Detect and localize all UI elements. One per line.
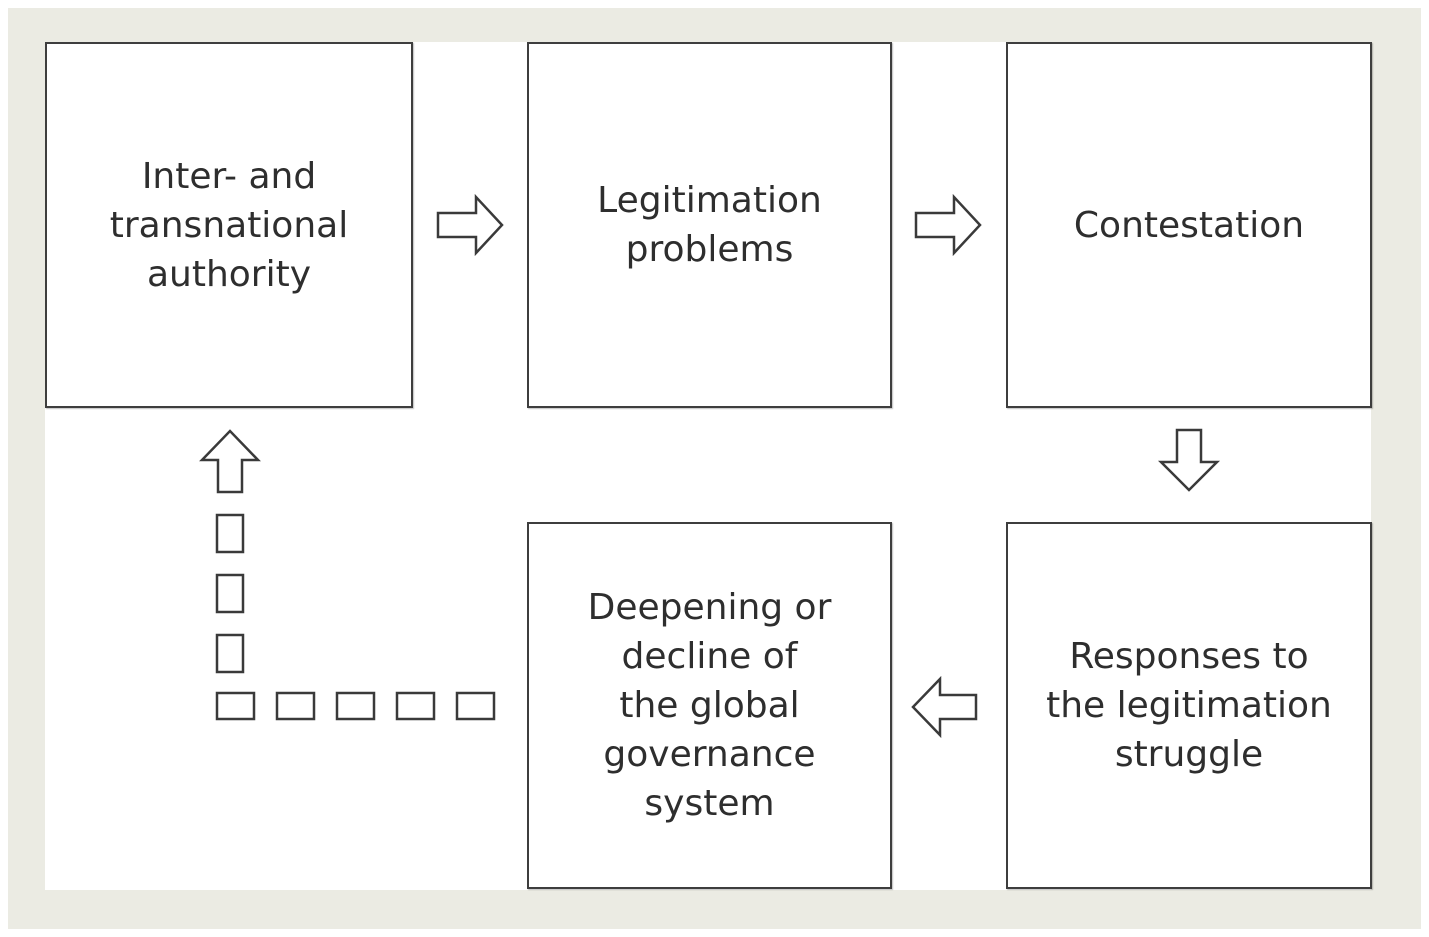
feedback-dashes-vertical bbox=[215, 513, 245, 674]
box-contestation: Contestation bbox=[1006, 42, 1372, 408]
feedback-dashes-horizontal bbox=[215, 691, 496, 721]
arrow-right-icon bbox=[914, 193, 982, 257]
box-responses: Responses to the legitimation struggle bbox=[1006, 522, 1372, 889]
box-authority: Inter- and transnational authority bbox=[45, 42, 413, 408]
arrow-up-icon bbox=[199, 429, 261, 494]
box-legitimation-problems: Legitimation problems bbox=[527, 42, 892, 408]
arrow-right-icon bbox=[436, 193, 504, 257]
arrow-down-icon bbox=[1157, 428, 1221, 492]
box-deepening: Deepening or decline of the global gover… bbox=[527, 522, 892, 889]
arrow-left-icon bbox=[911, 675, 978, 739]
